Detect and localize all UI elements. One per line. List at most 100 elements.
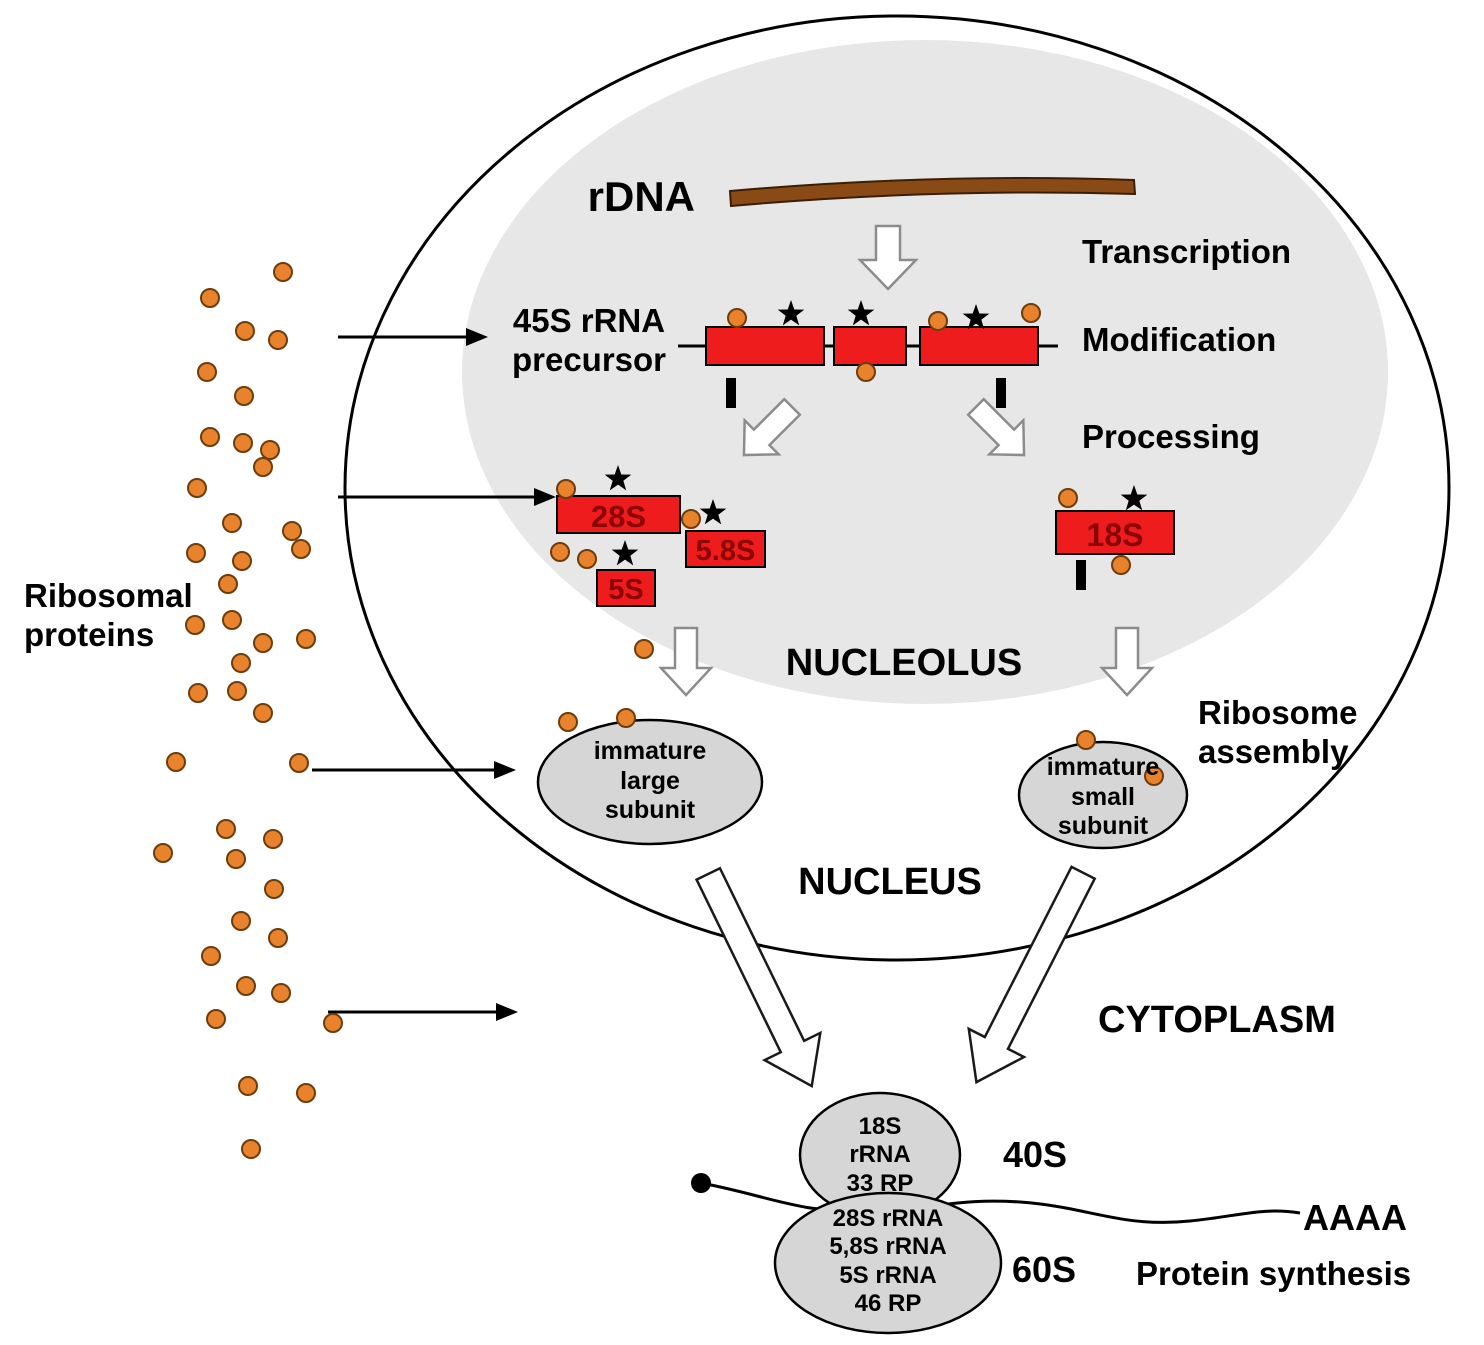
ribosomal-protein-dot xyxy=(273,262,293,282)
nucleolus-label: NUCLEOLUS xyxy=(785,642,1023,684)
modification-star-icon xyxy=(699,499,727,525)
ribosomal-protein-dot xyxy=(296,629,316,649)
ribosomal-protein-dot xyxy=(226,849,246,869)
processing-arrow-right xyxy=(966,397,1026,457)
modification-star-icon xyxy=(777,300,805,326)
rna-18s-label: 18S xyxy=(1086,517,1144,553)
rna-28s-label: 28S xyxy=(590,499,647,534)
cleavage-tick xyxy=(1076,560,1086,590)
subunit-60s-label: 60S xyxy=(1012,1249,1077,1290)
large-subunit-60s-ellipse xyxy=(773,1191,1003,1335)
ribosomal-protein-dot xyxy=(206,1009,226,1029)
modification-star-icon xyxy=(1120,485,1148,511)
mrna-strand xyxy=(700,1181,1301,1224)
ribosome-assembly-label: Ribosome assembly xyxy=(1198,694,1358,770)
large-subunit-composition-label: 28S rRNA 5,8S rRNA 5S rRNA 46 RP xyxy=(829,1205,947,1317)
precursor-label: 45S rRNA precursor xyxy=(511,302,667,378)
nucleus-label: NUCLEUS xyxy=(798,861,982,903)
export-arrow-right xyxy=(967,865,1097,1085)
ribosomal-protein-dot xyxy=(200,427,220,447)
cleavage-tick xyxy=(996,378,1006,408)
ribosomal-protein-dot xyxy=(727,308,747,328)
modification-star-icon xyxy=(847,300,875,326)
immature-large-subunit-label: immature large subunit xyxy=(593,737,707,824)
subunit-40s-label: 40S xyxy=(1003,1134,1068,1175)
ribosomal-protein-dot xyxy=(222,513,242,533)
ribosomal-protein-dot xyxy=(197,362,217,382)
ribosomal-protein-dot xyxy=(264,879,284,899)
ribosomal-protein-dot xyxy=(227,681,247,701)
mrna-cap xyxy=(691,1173,711,1193)
ribosomal-protein-dot xyxy=(1058,488,1078,508)
ribosomal-protein-dot xyxy=(1076,730,1096,750)
ribosomal-protein-dot xyxy=(233,433,253,453)
ribosomal-protein-dot xyxy=(231,653,251,673)
ribosomal-protein-dot xyxy=(201,946,221,966)
ribosomal-protein-dot xyxy=(235,321,255,341)
ribosomal-protein-dot xyxy=(323,1013,343,1033)
ribosomal-protein-dot xyxy=(681,509,701,529)
ribosomal-protein-dot xyxy=(260,440,280,460)
ribosomal-protein-dot xyxy=(268,330,288,350)
ribosomal-protein-dot xyxy=(232,551,252,571)
precursor-segment-2 xyxy=(833,326,907,366)
ribosomal-protein-dot xyxy=(236,976,256,996)
ribosomal-protein-dot xyxy=(222,610,242,630)
ribosomal-protein-dot xyxy=(241,1139,261,1159)
immature-large-subunit-ellipse xyxy=(536,718,764,846)
ribosomal-protein-dot xyxy=(291,539,311,559)
ribosomal-protein-dot xyxy=(253,457,273,477)
rdna-label: rDNA xyxy=(587,173,695,220)
ribosomal-protein-dot xyxy=(1111,555,1131,575)
immature-small-subunit-ellipse xyxy=(1017,740,1189,850)
transcription-arrow xyxy=(857,224,919,291)
ribosomal-protein-dot xyxy=(186,543,206,563)
modification-label: Modification xyxy=(1082,321,1277,358)
protein-synthesis-label: Protein synthesis xyxy=(1136,1255,1412,1292)
ribosomal-protein-dot xyxy=(234,386,254,406)
ribosomal-protein-dot xyxy=(253,703,273,723)
ribosomal-protein-dot xyxy=(231,911,251,931)
ribosomal-protein-dot xyxy=(550,542,570,562)
ribosomal-proteins-label: Ribosomal proteins xyxy=(24,577,193,653)
rdna-strand xyxy=(728,177,1137,208)
ribosomal-protein-dot xyxy=(216,819,236,839)
ribosomal-protein-dot xyxy=(1144,766,1164,786)
ribosomal-protein-dot xyxy=(263,829,283,849)
ribosomal-protein-dot xyxy=(188,683,208,703)
ribosomal-protein-dot xyxy=(166,752,186,772)
ribosomal-protein-dot xyxy=(271,983,291,1003)
ribosomal-protein-dot xyxy=(634,639,654,659)
rna-18s-box xyxy=(1055,510,1175,555)
export-arrow-left xyxy=(694,866,822,1089)
precursor-segment-1 xyxy=(705,326,825,366)
modification-star-icon xyxy=(962,304,990,330)
ribosomal-protein-dot xyxy=(187,478,207,498)
cytoplasm-label: CYTOPLASM xyxy=(1098,999,1336,1041)
cleavage-tick xyxy=(726,378,736,408)
ribosomal-protein-dot xyxy=(218,574,238,594)
assembly-arrow-left xyxy=(658,626,714,697)
rna-5-8s-label: 5.8S xyxy=(695,535,756,567)
rna-5-8s-box xyxy=(685,530,766,568)
ribosomal-protein-dot xyxy=(153,843,173,863)
ribosomal-protein-dot xyxy=(1021,303,1041,323)
ribosomal-protein-dot xyxy=(558,712,578,732)
ribosomal-protein-dot xyxy=(289,753,309,773)
rna-28s-box xyxy=(556,495,681,534)
rna-5s-label: 5S xyxy=(608,574,644,606)
ribosomal-protein-dots xyxy=(153,262,1164,1159)
ribosomal-protein-dot xyxy=(268,928,288,948)
ribosomal-protein-dot xyxy=(577,549,597,569)
precursor-segment-3 xyxy=(919,326,1039,366)
modification-star-icon xyxy=(604,465,632,491)
assembly-arrow-right xyxy=(1099,626,1155,697)
ribosomal-protein-dot xyxy=(282,521,302,541)
ribosomal-protein-dot xyxy=(296,1083,316,1103)
modification-stars xyxy=(604,300,1148,566)
transcription-label: Transcription xyxy=(1082,233,1292,270)
ribosomal-protein-dot xyxy=(928,311,948,331)
ribosomal-protein-dot xyxy=(185,615,205,635)
rna-5s-box xyxy=(596,569,656,607)
